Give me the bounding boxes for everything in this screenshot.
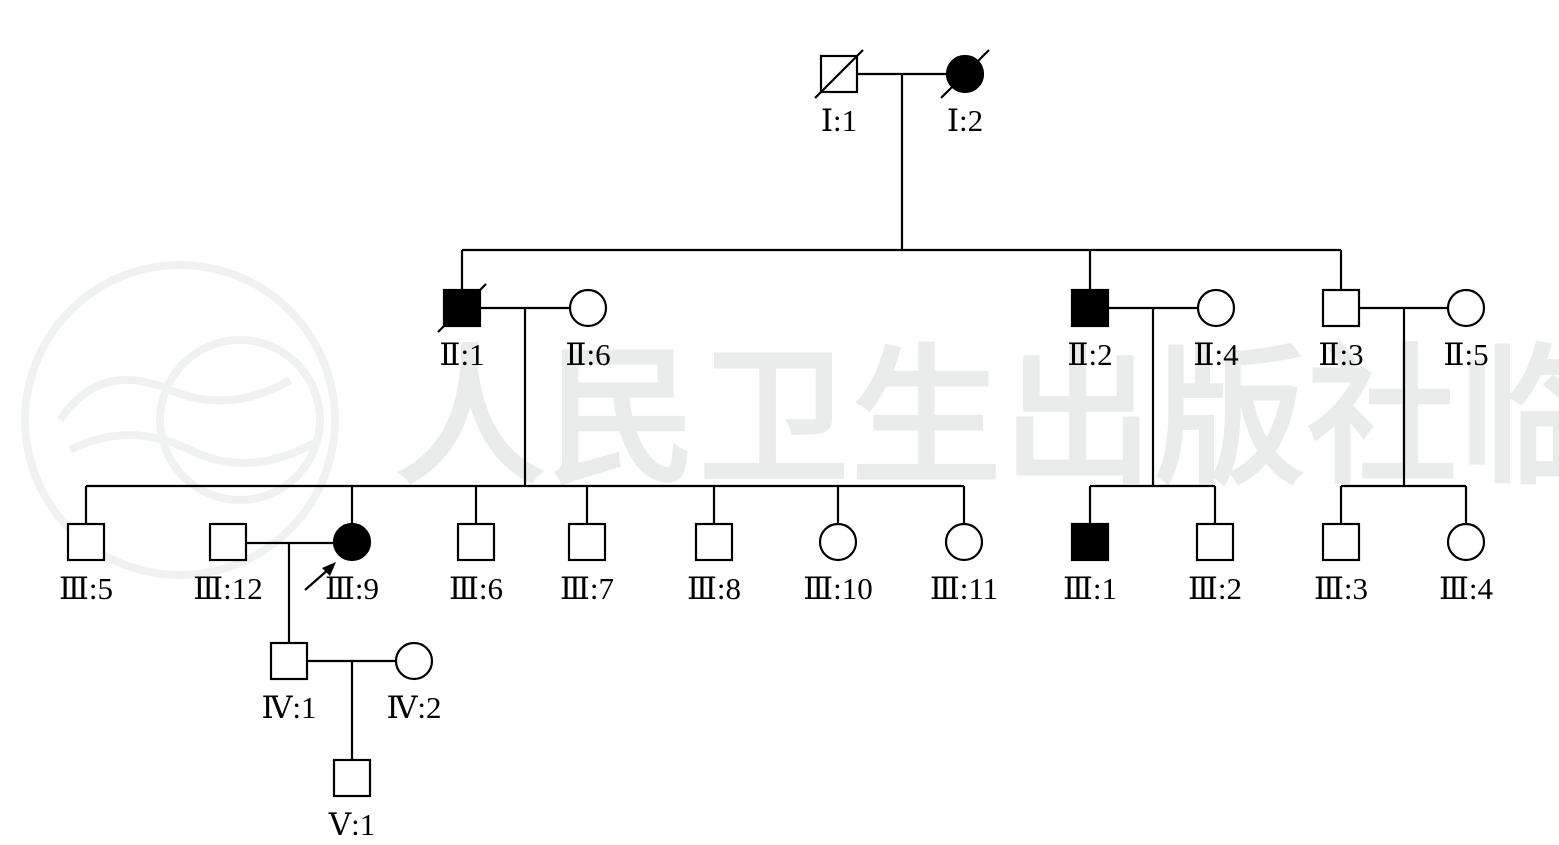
individual-iii5: Ⅲ:5: [59, 522, 113, 606]
individual-label: Ⅱ:1: [439, 337, 484, 372]
deceased-slash: [940, 49, 990, 99]
individual-label: Ⅳ:1: [261, 690, 316, 725]
individual-label: Ⅰ:2: [947, 103, 983, 138]
individual-iii7: Ⅲ:7: [560, 522, 614, 606]
individual-label: Ⅲ:1: [1063, 571, 1117, 606]
male-symbol: [1070, 522, 1110, 562]
male-symbol: [567, 522, 607, 562]
female-symbol: [332, 522, 372, 562]
individual-label: Ⅲ:3: [1314, 571, 1368, 606]
individual-iii8: Ⅲ:8: [687, 522, 741, 606]
male-symbol: [1195, 522, 1235, 562]
male-symbol: [694, 522, 734, 562]
individual-label: Ⅰ:1: [821, 103, 857, 138]
female-symbol: [1446, 288, 1486, 328]
individual-i2: Ⅰ:2: [940, 49, 990, 138]
female-symbol: [568, 288, 608, 328]
watermark-logo: [21, 261, 339, 579]
individual-label: Ⅱ:3: [1318, 337, 1363, 372]
male-symbol: [66, 522, 106, 562]
male-symbol: [332, 758, 372, 798]
individual-label: Ⅲ:11: [930, 571, 998, 606]
individual-iii4: Ⅲ:4: [1439, 522, 1494, 606]
individual-label: Ⅱ:6: [565, 337, 610, 372]
individual-ii1: Ⅱ:1: [437, 283, 487, 372]
individual-ii4: Ⅱ:4: [1193, 288, 1239, 372]
individual-label: Ⅱ:2: [1067, 337, 1112, 372]
individual-i1: Ⅰ:1: [814, 49, 864, 138]
individual-label: Ⅲ:9: [325, 571, 379, 606]
male-symbol: [1321, 288, 1361, 328]
individual-iii2: Ⅲ:2: [1188, 522, 1242, 606]
pedigree-lines: [84, 72, 1468, 761]
male-symbol: [1321, 522, 1361, 562]
individual-iii12: Ⅲ:12: [193, 522, 263, 606]
male-symbol: [456, 522, 496, 562]
individual-label: Ⅳ:2: [386, 690, 441, 725]
individual-label: Ⅲ:12: [193, 571, 263, 606]
individual-v1: Ⅴ:1: [328, 758, 376, 842]
individual-label: Ⅲ:6: [449, 571, 503, 606]
watermark-text: 人民卫生出版社临床助手: [395, 332, 1559, 506]
individual-iii1: Ⅲ:1: [1063, 522, 1117, 606]
male-symbol: [269, 641, 309, 681]
individual-ii3: Ⅱ:3: [1318, 288, 1364, 372]
individual-label: Ⅴ:1: [328, 807, 376, 842]
individual-ii6: Ⅱ:6: [565, 288, 611, 372]
female-symbol: [944, 522, 984, 562]
individual-label: Ⅱ:4: [1193, 337, 1239, 372]
individual-label: Ⅲ:4: [1439, 571, 1494, 606]
individual-label: Ⅲ:10: [803, 571, 873, 606]
deceased-slash: [814, 49, 864, 99]
individual-iii9: Ⅲ:9: [325, 522, 379, 606]
individual-iv1: Ⅳ:1: [261, 641, 317, 725]
female-symbol: [818, 522, 858, 562]
individual-label: Ⅲ:5: [59, 571, 113, 606]
individual-label: Ⅲ:7: [560, 571, 614, 606]
individual-iv2: Ⅳ:2: [386, 641, 442, 725]
individual-label: Ⅱ:5: [1443, 337, 1488, 372]
individual-iii3: Ⅲ:3: [1314, 522, 1368, 606]
individual-label: Ⅲ:2: [1188, 571, 1242, 606]
individual-iii6: Ⅲ:6: [449, 522, 503, 606]
male-symbol: [208, 522, 248, 562]
individual-ii5: Ⅱ:5: [1443, 288, 1489, 372]
female-symbol: [1446, 522, 1486, 562]
male-symbol: [1070, 288, 1110, 328]
individual-iii11: Ⅲ:11: [930, 522, 998, 606]
individual-iii10: Ⅲ:10: [803, 522, 873, 606]
deceased-slash: [437, 283, 487, 333]
individual-ii2: Ⅱ:2: [1067, 288, 1113, 372]
proband-arrow: [304, 562, 336, 591]
female-symbol: [394, 641, 434, 681]
female-symbol: [1196, 288, 1236, 328]
individual-label: Ⅲ:8: [687, 571, 741, 606]
